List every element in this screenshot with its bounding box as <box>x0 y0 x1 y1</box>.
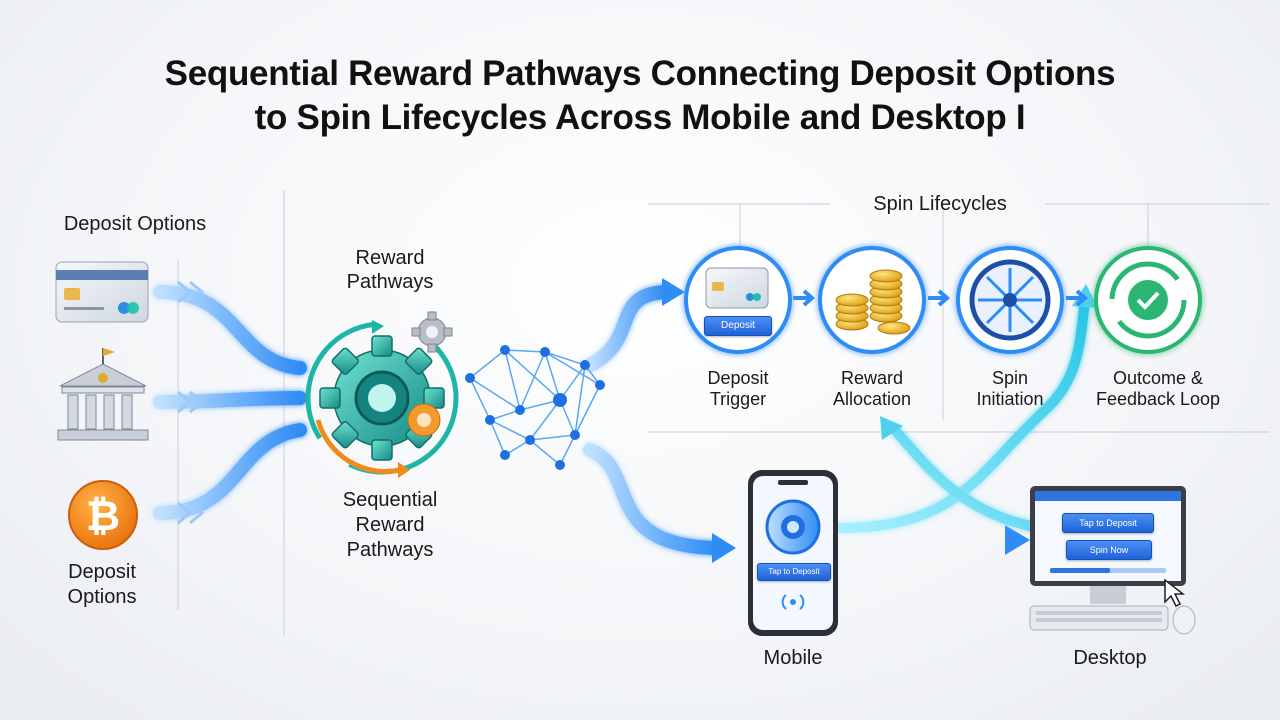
feedback-flows <box>835 295 1090 533</box>
grid-lines <box>177 190 1270 635</box>
deposit-options-heading: Deposit Options <box>63 213 207 235</box>
sequential-reward-pathways-label: Sequential Reward Pathways <box>305 488 475 563</box>
bitcoin-icon: ₿ <box>68 480 138 550</box>
stage-label-line-1: Reward <box>840 368 904 388</box>
stage-circle-spin <box>956 246 1064 354</box>
mobile-label: Mobile <box>763 647 823 669</box>
stage-label-spin-initiation: Spin Initiation <box>940 368 1080 410</box>
stage-label-line-2: Trigger <box>709 389 767 409</box>
stage-label-outcome-feedback: Outcome & Feedback Loop <box>1088 368 1228 410</box>
sequential-line-1: Sequential <box>342 489 438 511</box>
desktop-spin-now-button[interactable]: Spin Now <box>1066 540 1152 560</box>
network-flows <box>583 285 1017 555</box>
stage-label-reward-allocation: Reward Allocation <box>802 368 942 410</box>
bank-icon <box>57 348 149 441</box>
stage-label-line-1: Deposit <box>707 368 769 388</box>
deposit-button[interactable]: Deposit <box>704 316 772 336</box>
sequential-line-3: Pathways <box>346 539 434 561</box>
reward-pathways-line-2: Pathways <box>346 271 434 293</box>
network-graph-icon <box>469 349 601 467</box>
mobile-phone-icon <box>748 470 838 636</box>
desktop-monitor-icon <box>1029 486 1196 635</box>
page-title: Sequential Reward Pathways Connecting De… <box>0 52 1280 140</box>
lifecycle-arrows <box>793 289 1089 307</box>
stage-label-line-2: Feedback Loop <box>1095 389 1221 409</box>
reward-gear-icon <box>305 311 459 478</box>
stage-label-line-2: Allocation <box>832 389 912 409</box>
network-nodes <box>465 345 605 470</box>
stage-label-line-1: Outcome & <box>1112 368 1204 388</box>
desktop-tap-to-deposit-button[interactable]: Tap to Deposit <box>1062 513 1154 533</box>
spin-lifecycles-heading: Spin Lifecycles <box>873 193 1007 215</box>
credit-card-icon <box>55 261 149 323</box>
stage-label-line-1: Spin <box>991 368 1029 388</box>
deposit-options-footer-line-2: Options <box>67 586 137 608</box>
mobile-tap-to-deposit-button[interactable]: Tap to Deposit <box>757 563 831 581</box>
reward-pathways-line-1: Reward <box>355 247 425 269</box>
deposit-flows <box>153 285 307 520</box>
title-line-2: to Spin Lifecycles Across Mobile and Des… <box>254 98 1026 137</box>
desktop-label: Desktop <box>1073 647 1147 669</box>
sequential-line-2: Reward <box>355 514 425 536</box>
deposit-options-footer: Deposit Options <box>40 560 164 610</box>
stage-circle-deposit <box>684 246 792 354</box>
reward-pathways-label: Reward Pathways <box>310 246 470 294</box>
stage-circle-outcome <box>1094 246 1202 354</box>
chevron-arrows <box>177 280 205 525</box>
svg-text:₿: ₿ <box>86 491 120 540</box>
network-flow-heads <box>662 278 1030 563</box>
stage-label-line-2: Initiation <box>976 389 1044 409</box>
stage-circle-reward <box>818 246 926 354</box>
title-line-1: Sequential Reward Pathways Connecting De… <box>164 54 1116 93</box>
stage-label-deposit-trigger: Deposit Trigger <box>668 368 808 410</box>
deposit-options-footer-line-1: Deposit <box>68 561 136 583</box>
